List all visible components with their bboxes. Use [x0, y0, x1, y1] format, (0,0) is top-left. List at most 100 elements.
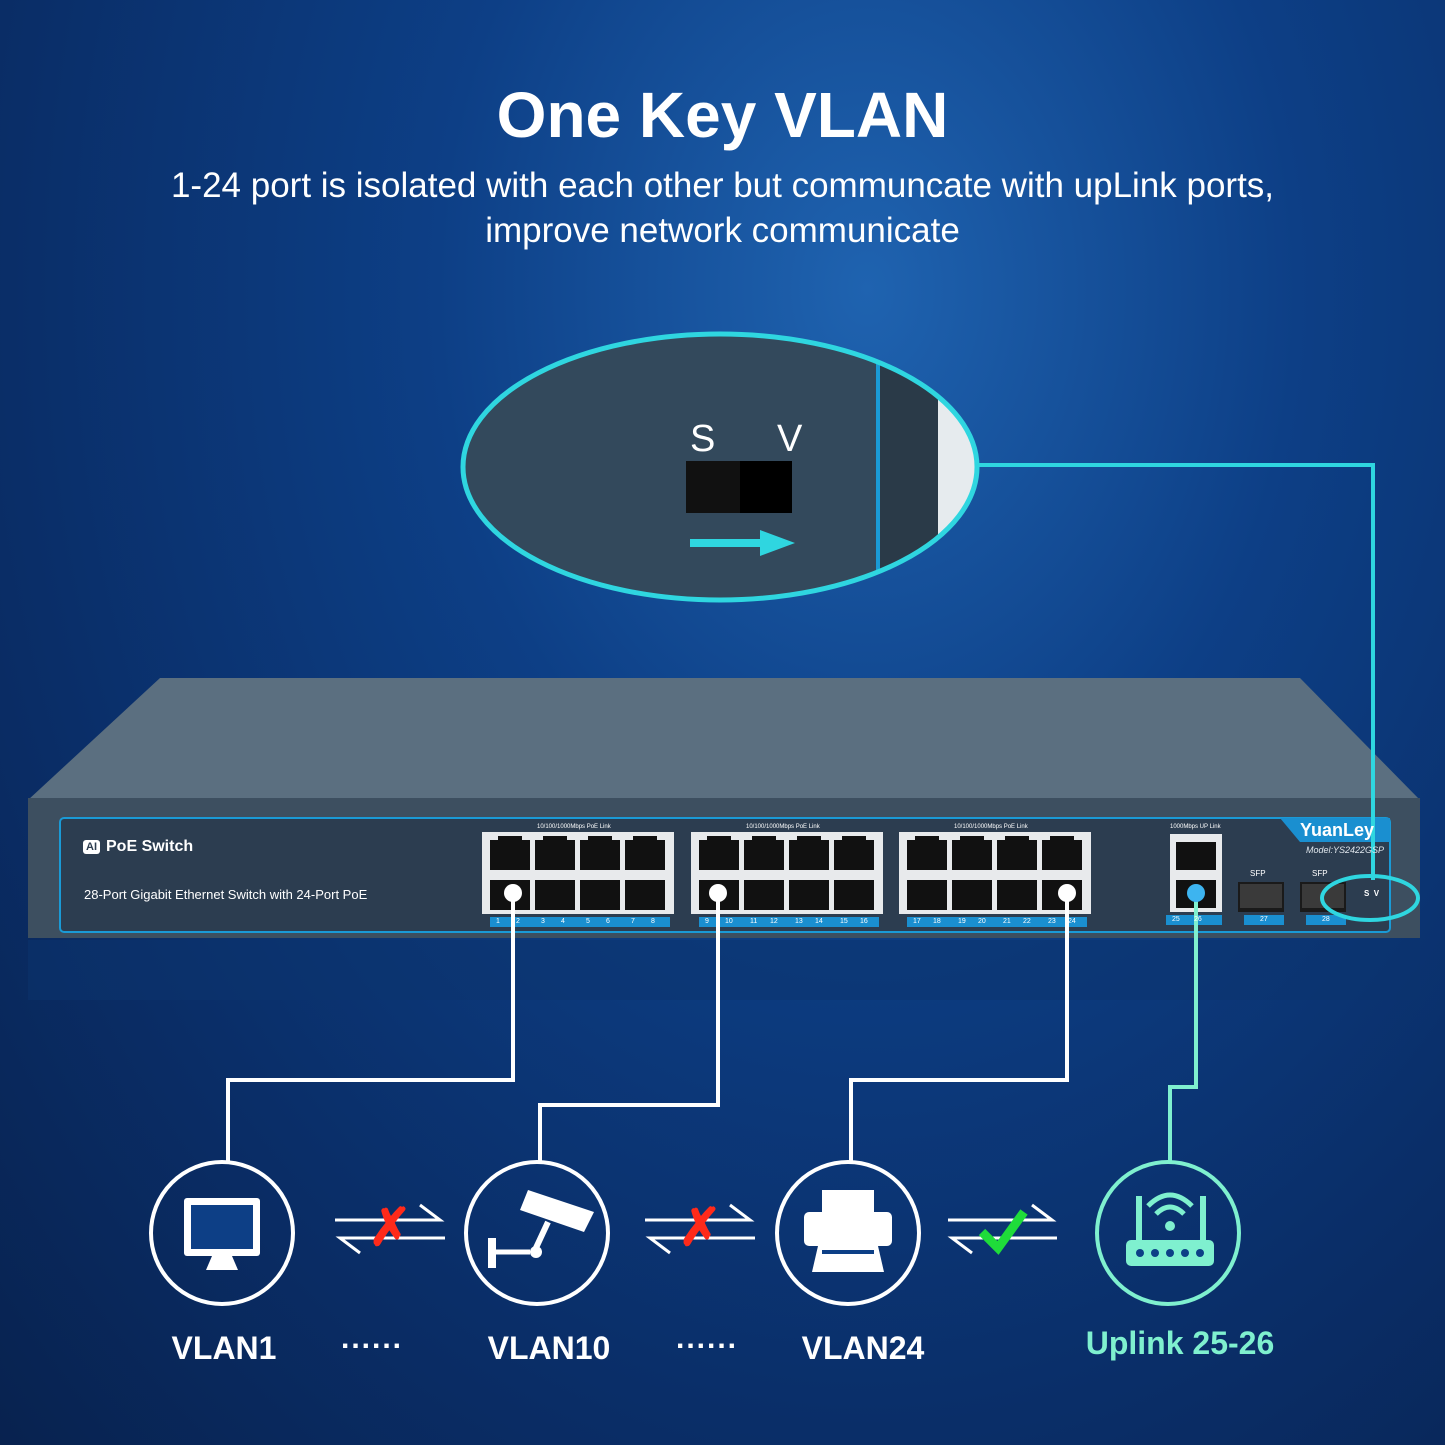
port-number: 11 — [750, 918, 758, 925]
port-number: 3 — [541, 918, 545, 925]
port-number: 25 — [1172, 916, 1180, 923]
sv-switch-highlight — [1320, 874, 1420, 922]
brand-logo: YuanLey — [1300, 820, 1375, 840]
device-circle-vlan1 — [149, 1160, 295, 1306]
port-number: 14 — [815, 918, 823, 925]
sfp-label: SFP — [1312, 869, 1328, 878]
port-number-band — [907, 917, 1087, 927]
printer-icon — [804, 1190, 892, 1272]
port-number: 24 — [1068, 918, 1076, 925]
product-description: 28-Port Gigabit Ethernet Switch with 24-… — [84, 887, 368, 902]
device-circle-vlan24 — [775, 1160, 921, 1306]
port-number: 21 — [1003, 918, 1011, 925]
port-number: 1 — [496, 918, 500, 925]
port-number: 23 — [1048, 918, 1056, 925]
device-label-uplink: Uplink 25-26 — [1085, 1325, 1275, 1361]
ethernet-port — [1042, 840, 1082, 870]
ai-badge: AI — [83, 840, 100, 854]
port-number: 22 — [1023, 918, 1031, 925]
port-number-band — [699, 917, 879, 927]
port-number: 26 — [1194, 916, 1202, 923]
port-number: 19 — [958, 918, 966, 925]
blocked-arrows-2 — [645, 1203, 755, 1255]
callout-line — [978, 463, 1375, 880]
port-group-label: 10/100/1000Mbps PoE Link — [954, 824, 1028, 830]
ethernet-port — [580, 880, 620, 910]
ethernet-port — [744, 880, 784, 910]
ethernet-port — [907, 880, 947, 910]
link-vlan10 — [538, 893, 720, 1162]
product-name: PoE Switch — [106, 838, 194, 855]
port-number: 10 — [725, 918, 733, 925]
port-number: 8 — [651, 918, 655, 925]
allowed-check-icon — [978, 1209, 1028, 1255]
ethernet-port — [744, 840, 784, 870]
port-number: 13 — [795, 918, 803, 925]
port-number: 5 — [586, 918, 590, 925]
model-number: Model:YS2422GSP — [1306, 845, 1385, 855]
device-label-vlan10: VLAN10 — [487, 1330, 611, 1366]
port-number: 15 — [840, 918, 848, 925]
ethernet-port — [699, 840, 739, 870]
device-circle-vlan10 — [464, 1160, 610, 1306]
callout-label-v: V — [777, 418, 803, 460]
uplink-label: 1000Mbps UP Link — [1170, 824, 1221, 830]
link-vlan24 — [849, 893, 1069, 1162]
switch-top — [28, 678, 1420, 800]
separator: ...... — [675, 1322, 739, 1355]
port-number: 7 — [631, 918, 635, 925]
subtitle-line-1: 1-24 port is isolated with each other bu… — [170, 166, 1275, 205]
page-title: One Key VLAN — [496, 79, 949, 151]
link-uplink — [1168, 893, 1198, 1162]
ethernet-port — [834, 880, 874, 910]
port-number: 27 — [1260, 916, 1268, 923]
blocked-x-icon: ✗ — [368, 1199, 412, 1257]
router-icon — [1126, 1192, 1214, 1266]
zoom-callout — [460, 331, 980, 603]
ethernet-port — [490, 840, 530, 870]
subtitle-line-2: improve network communicate — [485, 211, 960, 250]
callout-label-s: S — [690, 418, 716, 460]
port-number: 17 — [913, 918, 921, 925]
device-label-vlan1: VLAN1 — [171, 1330, 277, 1366]
port-group-label: 10/100/1000Mbps PoE Link — [537, 824, 611, 830]
separator: ...... — [340, 1322, 404, 1355]
ethernet-port — [907, 840, 947, 870]
ethernet-port — [789, 880, 829, 910]
port-number: 6 — [606, 918, 610, 925]
blocked-x-icon: ✗ — [678, 1199, 722, 1257]
device-circle-uplink — [1095, 1160, 1241, 1306]
ethernet-port — [535, 840, 575, 870]
camera-icon — [488, 1190, 594, 1268]
ethernet-port — [952, 840, 992, 870]
uplink-port — [1176, 842, 1216, 870]
ethernet-port — [580, 840, 620, 870]
ethernet-port — [834, 840, 874, 870]
port-number: 2 — [516, 918, 520, 925]
blocked-arrows-1 — [335, 1203, 445, 1255]
port-number: 4 — [561, 918, 565, 925]
ethernet-port — [535, 880, 575, 910]
allowed-arrows — [947, 1203, 1057, 1255]
port-number: 16 — [860, 918, 868, 925]
ethernet-port — [625, 840, 665, 870]
reflection — [28, 940, 1420, 1000]
device-label-vlan24: VLAN24 — [801, 1330, 925, 1366]
port-number: 9 — [705, 918, 709, 925]
ethernet-port — [789, 840, 829, 870]
sv-label: S V — [1364, 889, 1380, 898]
sfp-label: SFP — [1250, 869, 1266, 878]
brand-band — [1280, 818, 1390, 842]
port-number-band — [490, 917, 670, 927]
ethernet-port — [625, 880, 665, 910]
port-number: 12 — [770, 918, 778, 925]
ethernet-port — [997, 880, 1037, 910]
port-number: 28 — [1322, 916, 1330, 923]
ethernet-port — [997, 840, 1037, 870]
ethernet-port — [952, 880, 992, 910]
port-number: 20 — [978, 918, 986, 925]
port-group-label: 10/100/1000Mbps PoE Link — [746, 824, 820, 830]
monitor-icon — [184, 1198, 260, 1270]
link-vlan1 — [226, 893, 515, 1162]
